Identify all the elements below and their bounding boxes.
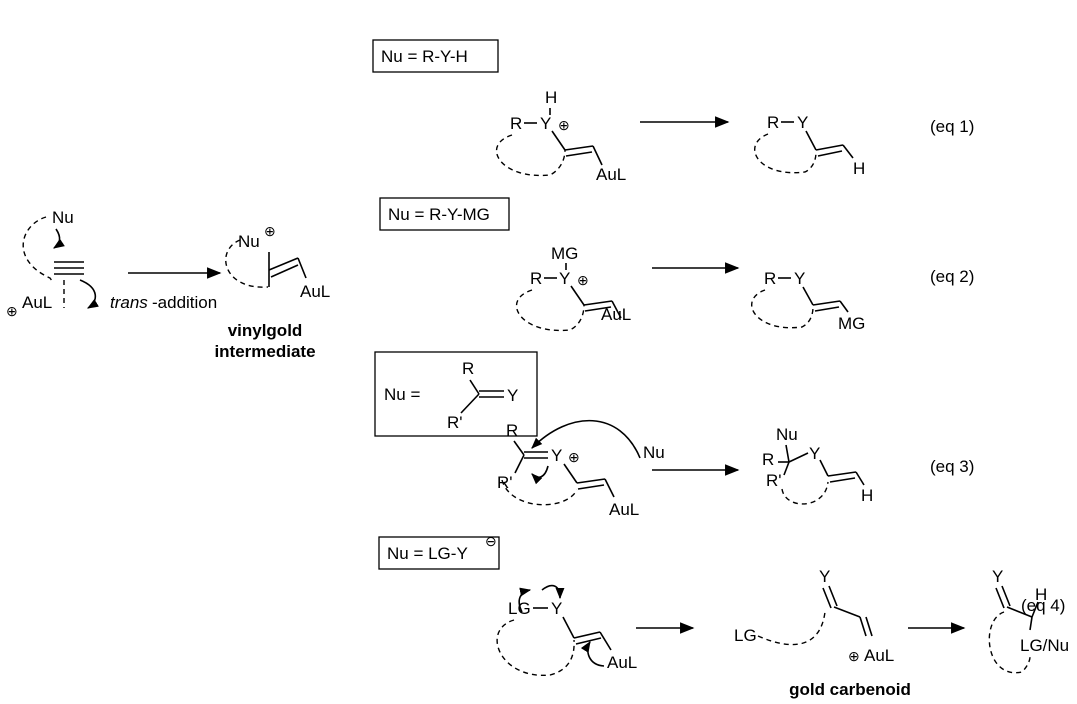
eq2-plus-charge: ⊕ [577, 272, 589, 288]
eq3-prod-nu: Nu [776, 425, 798, 444]
eq3-rp: R' [497, 473, 513, 492]
vinylgold-label-line1: vinylgold [228, 321, 303, 340]
eq3-r: R [506, 421, 518, 440]
eq1-aul: AuL [596, 165, 626, 184]
eq3-box-y: Y [507, 386, 518, 405]
eq1-section: Nu = R-Y-H R Y H ⊕ AuL R Y H (eq 1) [372, 39, 974, 184]
vinylgold-plus-charge: ⊕ [264, 223, 276, 239]
eq1-tag: (eq 1) [930, 117, 974, 136]
eq1-prod-r: R [767, 113, 779, 132]
trans-label: trans [110, 293, 148, 312]
left-plus-charge: ⊕ [6, 303, 18, 319]
eq3-box-nu-label: Nu = [384, 385, 420, 404]
eq4-y: Y [551, 599, 562, 618]
eq4-prod-lgnu: LG/Nu [1020, 636, 1069, 655]
eq3-nu-attack: Nu [643, 443, 665, 462]
eq1-plus-charge: ⊕ [558, 117, 570, 133]
eq4-mid-lg: LG [734, 626, 757, 645]
gold-carbenoid-label: gold carbenoid [789, 680, 911, 699]
eq3-plus-charge: ⊕ [568, 449, 580, 465]
addition-label: -addition [152, 293, 217, 312]
eq4-lg: LG [508, 599, 531, 618]
eq2-r: R [530, 269, 542, 288]
eq4-tag: (eq 4) [1021, 596, 1065, 615]
eq1-prod-y: Y [797, 113, 808, 132]
eq3-nucleophile-box [374, 351, 538, 437]
eq4-section: Nu = LG-Y ⊖ LG Y AuL LG Y ⊕ AuL gold car… [378, 533, 1069, 699]
eq4-nucleophile-box [378, 536, 500, 570]
eq4-aul: AuL [607, 653, 637, 672]
eq2-box-label: Nu = R-Y-MG [388, 205, 490, 224]
eq3-box-rp: R' [447, 413, 463, 432]
eq3-aul: AuL [609, 500, 639, 519]
vinylgold-label-line2: intermediate [214, 342, 315, 361]
trans-addition-arrow: trans -addition [110, 267, 222, 312]
eq4-minus-charge: ⊖ [485, 533, 497, 549]
eq2-prod-y: Y [794, 269, 805, 288]
vinylgold-aul-label: AuL [300, 282, 330, 301]
eq2-y: Y [559, 269, 570, 288]
left-nu-label: Nu [52, 208, 74, 227]
starting-alkyne-complex: Nu ⊕ AuL [6, 208, 99, 319]
eq2-mg-top: MG [551, 244, 578, 263]
eq4-mid-aul: AuL [864, 646, 894, 665]
eq3-prod-rp: R' [766, 471, 782, 490]
eq2-prod-mg: MG [838, 314, 865, 333]
eq2-tag: (eq 2) [930, 267, 974, 286]
eq3-prod-y: Y [809, 444, 820, 463]
eq3-box-r: R [462, 359, 474, 378]
eq3-prod-r: R [762, 450, 774, 469]
eq2-prod-r: R [764, 269, 776, 288]
vinylgold-intermediate: Nu ⊕ AuL vinylgold intermediate [214, 223, 330, 361]
eq4-mid-plus-charge: ⊕ [848, 648, 860, 664]
eq1-box-label: Nu = R-Y-H [381, 47, 468, 66]
eq3-prod-h: H [861, 486, 873, 505]
eq1-h-top: H [545, 88, 557, 107]
eq4-prod-h: H [1035, 585, 1047, 604]
eq1-prod-h: H [853, 159, 865, 178]
eq3-section: Nu = R R' Y R R' Y ⊕ AuL Nu Nu R R' Y [374, 351, 974, 519]
eq1-r: R [510, 114, 522, 133]
eq1-nucleophile-box [372, 39, 499, 73]
eq1-y: Y [540, 114, 551, 133]
eq4-mid-y: Y [819, 567, 830, 586]
eq4-box-label: Nu = LG-Y [387, 544, 468, 563]
eq3-tag: (eq 3) [930, 457, 974, 476]
eq2-aul: AuL [601, 305, 631, 324]
left-aul-label: AuL [22, 293, 52, 312]
eq4-prod-y: Y [992, 567, 1003, 586]
eq2-section: Nu = R-Y-MG R Y MG ⊕ AuL R Y MG (eq 2) [379, 197, 974, 333]
eq3-y: Y [551, 446, 562, 465]
vinylgold-nu-label: Nu [238, 232, 260, 251]
eq2-nucleophile-box [379, 197, 510, 231]
